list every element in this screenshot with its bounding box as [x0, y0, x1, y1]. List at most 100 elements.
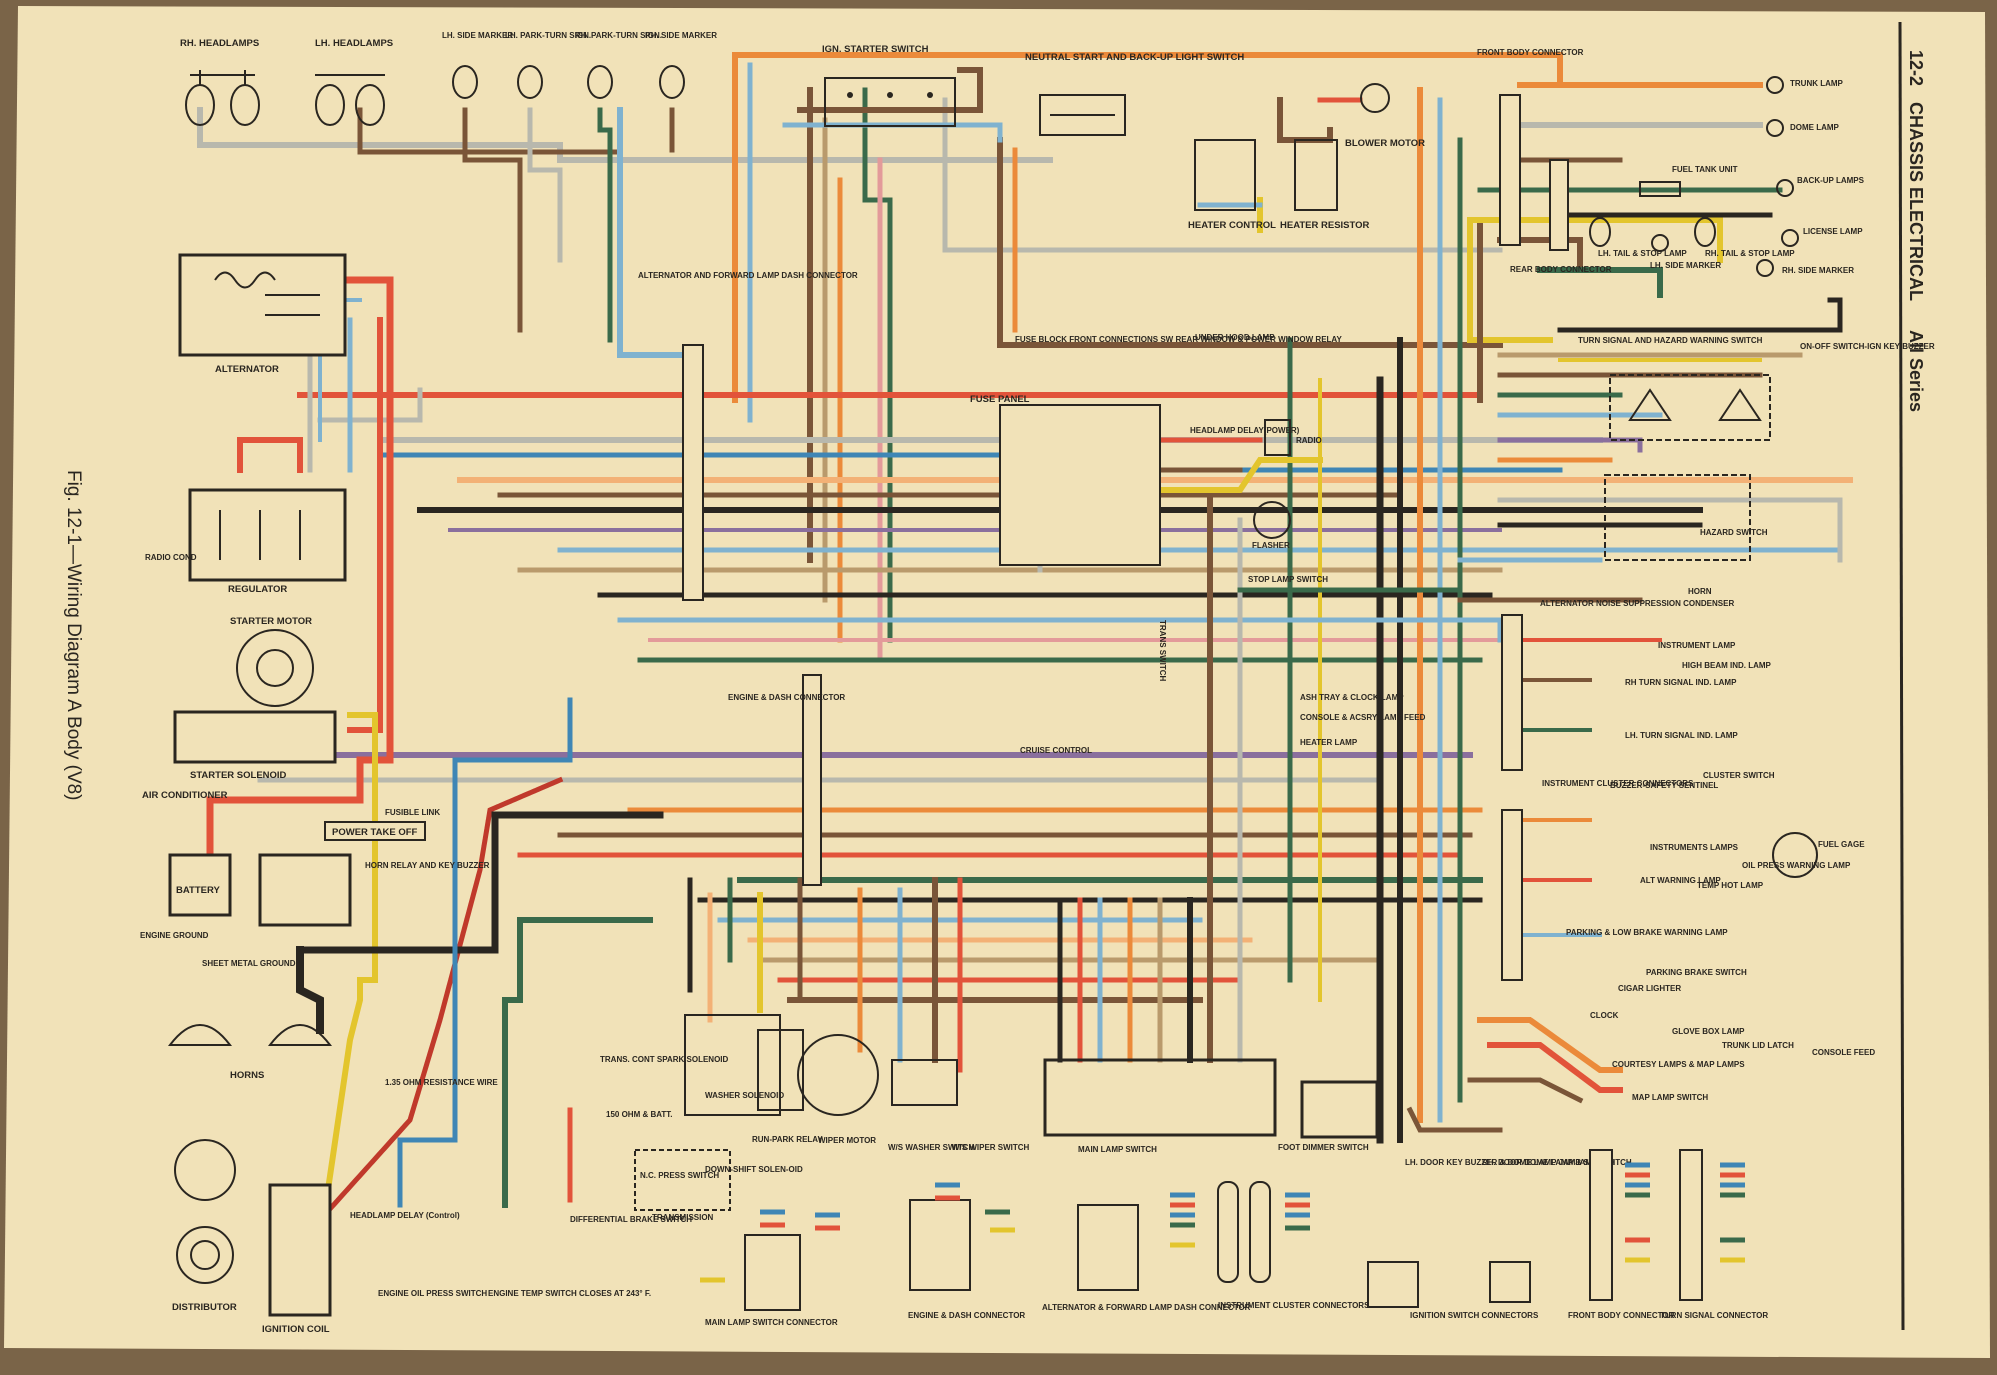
label-resistance-wire: 1.35 OHM RESISTANCE WIRE: [385, 1078, 498, 1087]
main-lamp-switch: [1043, 1058, 1277, 1137]
horn-relay: HORN RELAY AND KEY BUZZER: [258, 853, 490, 927]
label-under-hood-lamp: UNDER HOOD LAMP: [1195, 333, 1275, 342]
alt-dash-connector: [682, 344, 704, 601]
lh-headlamps: [315, 74, 385, 126]
label-parking-brake-warning: PARKING & LOW BRAKE WARNING LAMP: [1566, 928, 1728, 937]
label-horn-relay: HORN RELAY AND KEY BUZZER: [365, 861, 490, 870]
rear-lamp-labels: TRUNK LAMP DOME LAMP FUEL TANK UNIT BACK…: [1598, 79, 1865, 275]
label-temp-hot: TEMP HOT LAMP: [1697, 881, 1764, 890]
label-alt-fwd-conn: ALTERNATOR & FORWARD LAMP DASH CONNECTOR: [1042, 1303, 1251, 1312]
label-downshift: DOWN-SHIFT SOLEN-OID: [705, 1165, 803, 1174]
label-power-take-off: POWER TAKE OFF: [332, 827, 418, 838]
instrument-lamp-labels: INSTRUMENT LAMP HIGH BEAM IND. LAMP RH T…: [1542, 641, 1875, 1102]
foot-dimmer-switch: [1300, 1080, 1379, 1139]
rear-lamps: [1589, 76, 1799, 277]
fuel-gage: [1772, 832, 1818, 878]
trunk-lamp: [1766, 76, 1784, 94]
top-lamps: [185, 65, 685, 126]
rh-headlamps: [185, 70, 260, 126]
label-lh-side-rear: LH. SIDE MARKER: [1650, 261, 1721, 270]
label-engine-dash-connector: ENGINE & DASH CONNECTOR: [728, 693, 845, 702]
label-back-up: BACK-UP LAMPS: [1797, 176, 1865, 185]
label-rh-door: RH. DOOR DOME LAMP JAMB SWITCH: [1482, 1158, 1632, 1167]
label-fuel-gage: FUEL GAGE: [1818, 840, 1865, 849]
instrument-cluster-connector-2: [1501, 809, 1523, 981]
label-air-conditioner: AIR CONDITIONER: [142, 790, 228, 801]
regulator: REGULATOR RADIO COND: [145, 488, 347, 595]
fuel-tank-unit: [1639, 181, 1681, 197]
label-turn-signal-conn: TURN SIGNAL CONNECTOR: [1660, 1311, 1768, 1320]
label-clock: CLOCK: [1590, 1011, 1619, 1020]
label-ws-wiper: W/S WIPER SWITCH: [952, 1143, 1030, 1152]
label-trans-cont: TRANS. CONT SPARK SOLENOID: [600, 1055, 729, 1064]
label-alternator: ALTERNATOR: [215, 364, 279, 375]
distributor: [174, 1139, 236, 1284]
label-oil-press: OIL PRESS WARNING LAMP: [1742, 861, 1851, 870]
label-cigar-lighter: CIGAR LIGHTER: [1618, 984, 1681, 993]
transmission-box: [634, 1149, 731, 1211]
instrument-cluster-connector-1: [1501, 614, 1523, 771]
label-horn: HORN: [1688, 587, 1712, 596]
lower-labels: TRANS. CONT SPARK SOLENOID 150 OHM & BAT…: [600, 1055, 1632, 1222]
label-fuse-block-note: FUSE BLOCK FRONT CONNECTIONS SW REAR WIN…: [1015, 335, 1342, 344]
label-engine-ground: ENGINE GROUND: [140, 931, 209, 940]
alternator: ALTERNATOR: [178, 253, 347, 375]
label-run-park-relay: RUN-PARK RELAY: [752, 1135, 823, 1144]
lh-park-turn-lamp: [517, 65, 543, 99]
ign-starter-switch: IGN. STARTER SWITCH: [822, 44, 956, 127]
label-sheet-metal-ground: SHEET METAL GROUND: [202, 959, 296, 968]
label-ignition-conn: IGNITION SWITCH CONNECTORS: [1410, 1311, 1539, 1320]
label-rh-turn-ind: RH TURN SIGNAL IND. LAMP: [1625, 678, 1737, 687]
neutral-start-switch: NEUTRAL START AND BACK-UP LIGHT SWITCH: [1025, 52, 1244, 136]
label-ohm-150: 150 OHM & BATT.: [606, 1110, 673, 1119]
license-lamp: [1781, 229, 1799, 247]
radio: [1264, 419, 1291, 456]
label-engine-oil: ENGINE OIL PRESS SWITCH: [378, 1289, 487, 1298]
page-header: 12-2 CHASSIS ELECTRICAL All Series Fig. …: [63, 21, 1926, 1331]
label-battery: BATTERY: [176, 885, 220, 896]
label-on-off-switch: ON-OFF SWITCH-IGN KEY-BUZZER: [1800, 342, 1935, 351]
back-up-lamps: [1776, 179, 1794, 197]
label-instrument-cluster-conn: INSTRUMENT CLUSTER CONNECTORS: [1542, 779, 1694, 788]
starter-solenoid: STARTER SOLENOID: [173, 710, 337, 781]
page-number: 12-2: [1906, 50, 1926, 86]
label-console-feed: CONSOLE FEED: [1812, 1048, 1875, 1057]
label-instruments-lamps: INSTRUMENTS LAMPS: [1650, 843, 1739, 852]
label-heater-control: HEATER CONTROL: [1188, 220, 1276, 231]
label-horns: HORNS: [230, 1070, 264, 1081]
label-starter-motor: STARTER MOTOR: [230, 616, 312, 627]
label-front-body-conn: FRONT BODY CONNECTOR: [1568, 1311, 1675, 1320]
label-lh-side-marker: LH. SIDE MARKER: [442, 31, 513, 40]
starter-motor: STARTER MOTOR: [230, 616, 314, 707]
ignition-coil: [268, 1183, 332, 1317]
label-trunk-lid: TRUNK LID LATCH: [1722, 1041, 1794, 1050]
label-hazard-switch: HAZARD SWITCH: [1700, 528, 1768, 537]
label-rh-headlamps: RH. HEADLAMPS: [180, 38, 259, 49]
label-lh-park-turn: LH. PARK-TURN SIGN.: [505, 31, 591, 40]
power-take-off: [324, 821, 426, 841]
rh-side-marker-rear: [1756, 259, 1774, 277]
label-front-body-connector: FRONT BODY CONNECTOR: [1477, 48, 1584, 57]
bottom-connector-labels: MAIN LAMP SWITCH CONNECTOR ENGINE & DASH…: [705, 1301, 1768, 1327]
label-regulator: REGULATOR: [228, 584, 287, 595]
label-cruise-control: CRUISE CONTROL: [1020, 746, 1092, 755]
label-alt-dash-connector: ALTERNATOR AND FORWARD LAMP DASH CONNECT…: [638, 271, 858, 280]
label-instrument-lamp: INSTRUMENT LAMP: [1658, 641, 1736, 650]
label-lh-tail: LH. TAIL & STOP LAMP: [1598, 249, 1687, 258]
label-flasher: FLASHER: [1252, 541, 1290, 550]
label-courtesy: COURTESY LAMPS & MAP LAMPS: [1612, 1060, 1745, 1069]
label-rh-tail: RH. TAIL & STOP LAMP: [1705, 249, 1795, 258]
label-neutral-start: NEUTRAL START AND BACK-UP LIGHT SWITCH: [1025, 52, 1244, 63]
lh-tail-stop-lamp: [1589, 217, 1611, 247]
rear-body-connector: REAR BODY CONNECTOR: [1510, 159, 1612, 274]
label-instrument-conn: INSTRUMENT CLUSTER CONNECTORS: [1218, 1301, 1370, 1310]
bottom-connectors: [700, 1149, 1745, 1311]
label-engine-dash-conn: ENGINE & DASH CONNECTOR: [908, 1311, 1025, 1320]
washer-solenoid: [684, 1014, 781, 1116]
label-heater-lamp: HEATER LAMP: [1300, 738, 1358, 747]
label-differential: DIFFERENTIAL BRAKE SWITCH: [570, 1215, 692, 1224]
engine-dash-connector: [802, 674, 822, 886]
blower-motor: BLOWER MOTOR: [1345, 83, 1425, 149]
label-main-lamp-switch: MAIN LAMP SWITCH: [1078, 1145, 1157, 1154]
